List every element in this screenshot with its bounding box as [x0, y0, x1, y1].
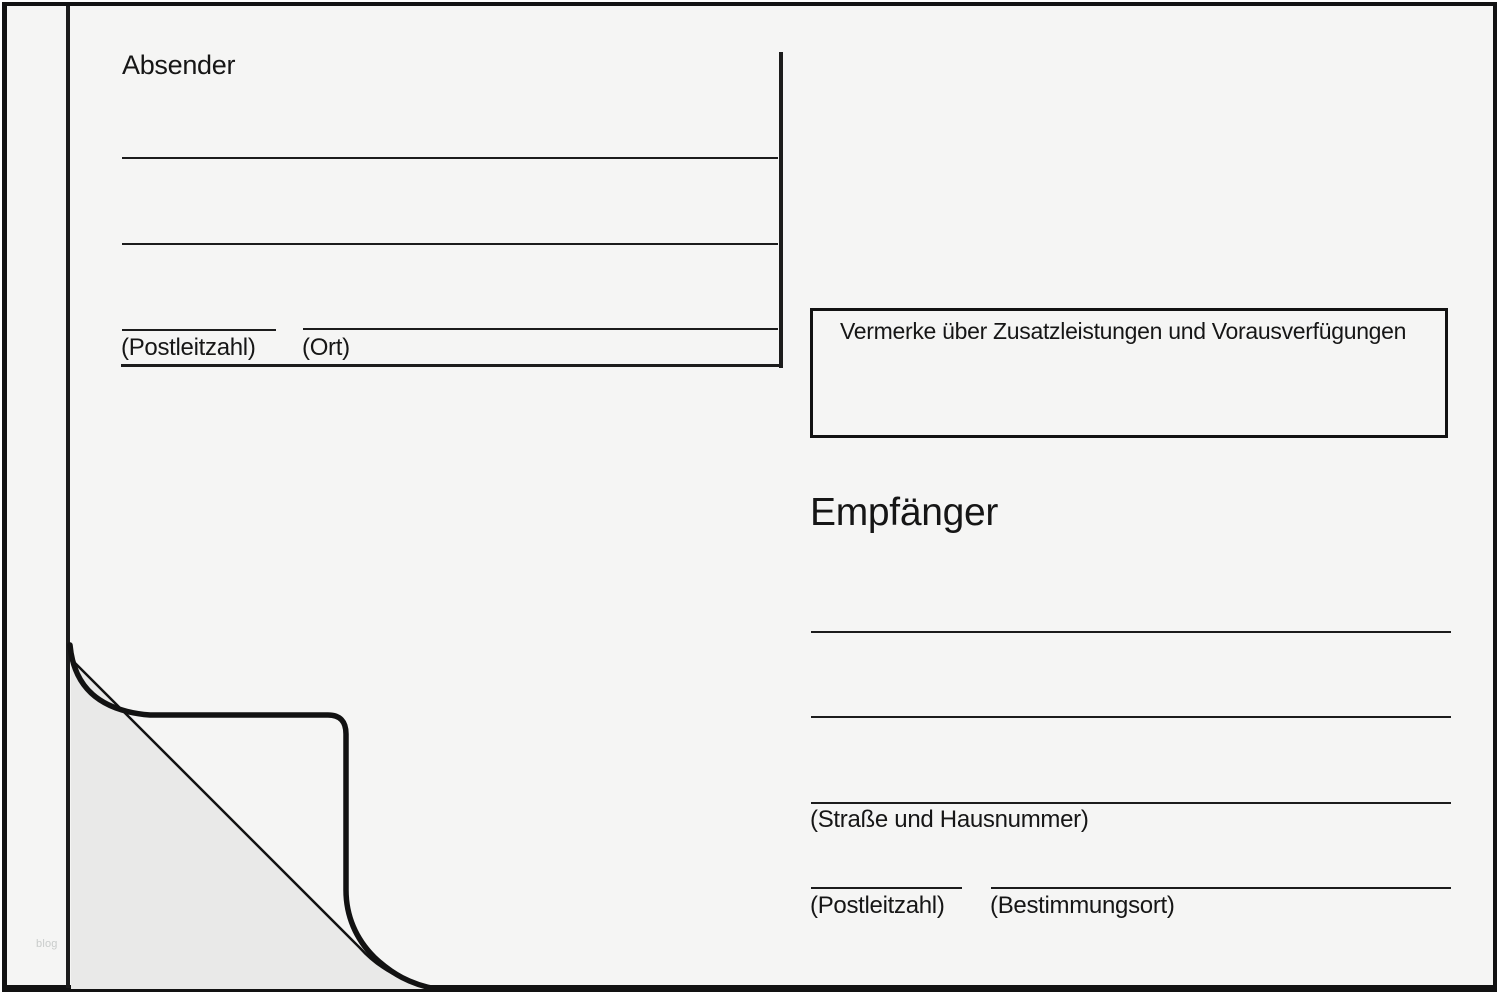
absender-write-line-2	[122, 243, 778, 245]
empfaenger-strasse-label: (Straße und Hausnummer)	[810, 806, 1089, 833]
empfaenger-bestimmungsort-label: (Bestimmungsort)	[990, 892, 1175, 919]
absender-box-bottom-rule	[121, 364, 783, 367]
empfaenger-bestimmungsort-line	[991, 887, 1451, 889]
empfaenger-write-line-1	[811, 631, 1451, 633]
absender-title: Absender	[122, 50, 236, 80]
empfaenger-title: Empfänger	[810, 491, 999, 534]
absender-postleitzahl-label: (Postleitzahl)	[121, 334, 256, 361]
absender-postleitzahl-line	[122, 329, 276, 331]
vermerke-label: Vermerke über Zusatzleistungen und Vorau…	[840, 318, 1407, 344]
empfaenger-postleitzahl-label: (Postleitzahl)	[810, 892, 945, 919]
vermerke-box: Vermerke über Zusatzleistungen und Vorau…	[810, 308, 1448, 438]
watermark-text: blog	[36, 938, 58, 950]
absender-write-line-1	[122, 157, 778, 159]
left-margin-rule	[66, 6, 70, 988]
empfaenger-write-line-2	[811, 716, 1451, 718]
absender-ort-label: (Ort)	[302, 334, 350, 361]
empfaenger-strasse-line	[811, 802, 1451, 804]
absender-ort-line	[303, 328, 778, 330]
absender-box-right-rule	[779, 52, 783, 368]
empfaenger-postleitzahl-line	[811, 887, 962, 889]
page-fold-graphic	[67, 642, 439, 992]
